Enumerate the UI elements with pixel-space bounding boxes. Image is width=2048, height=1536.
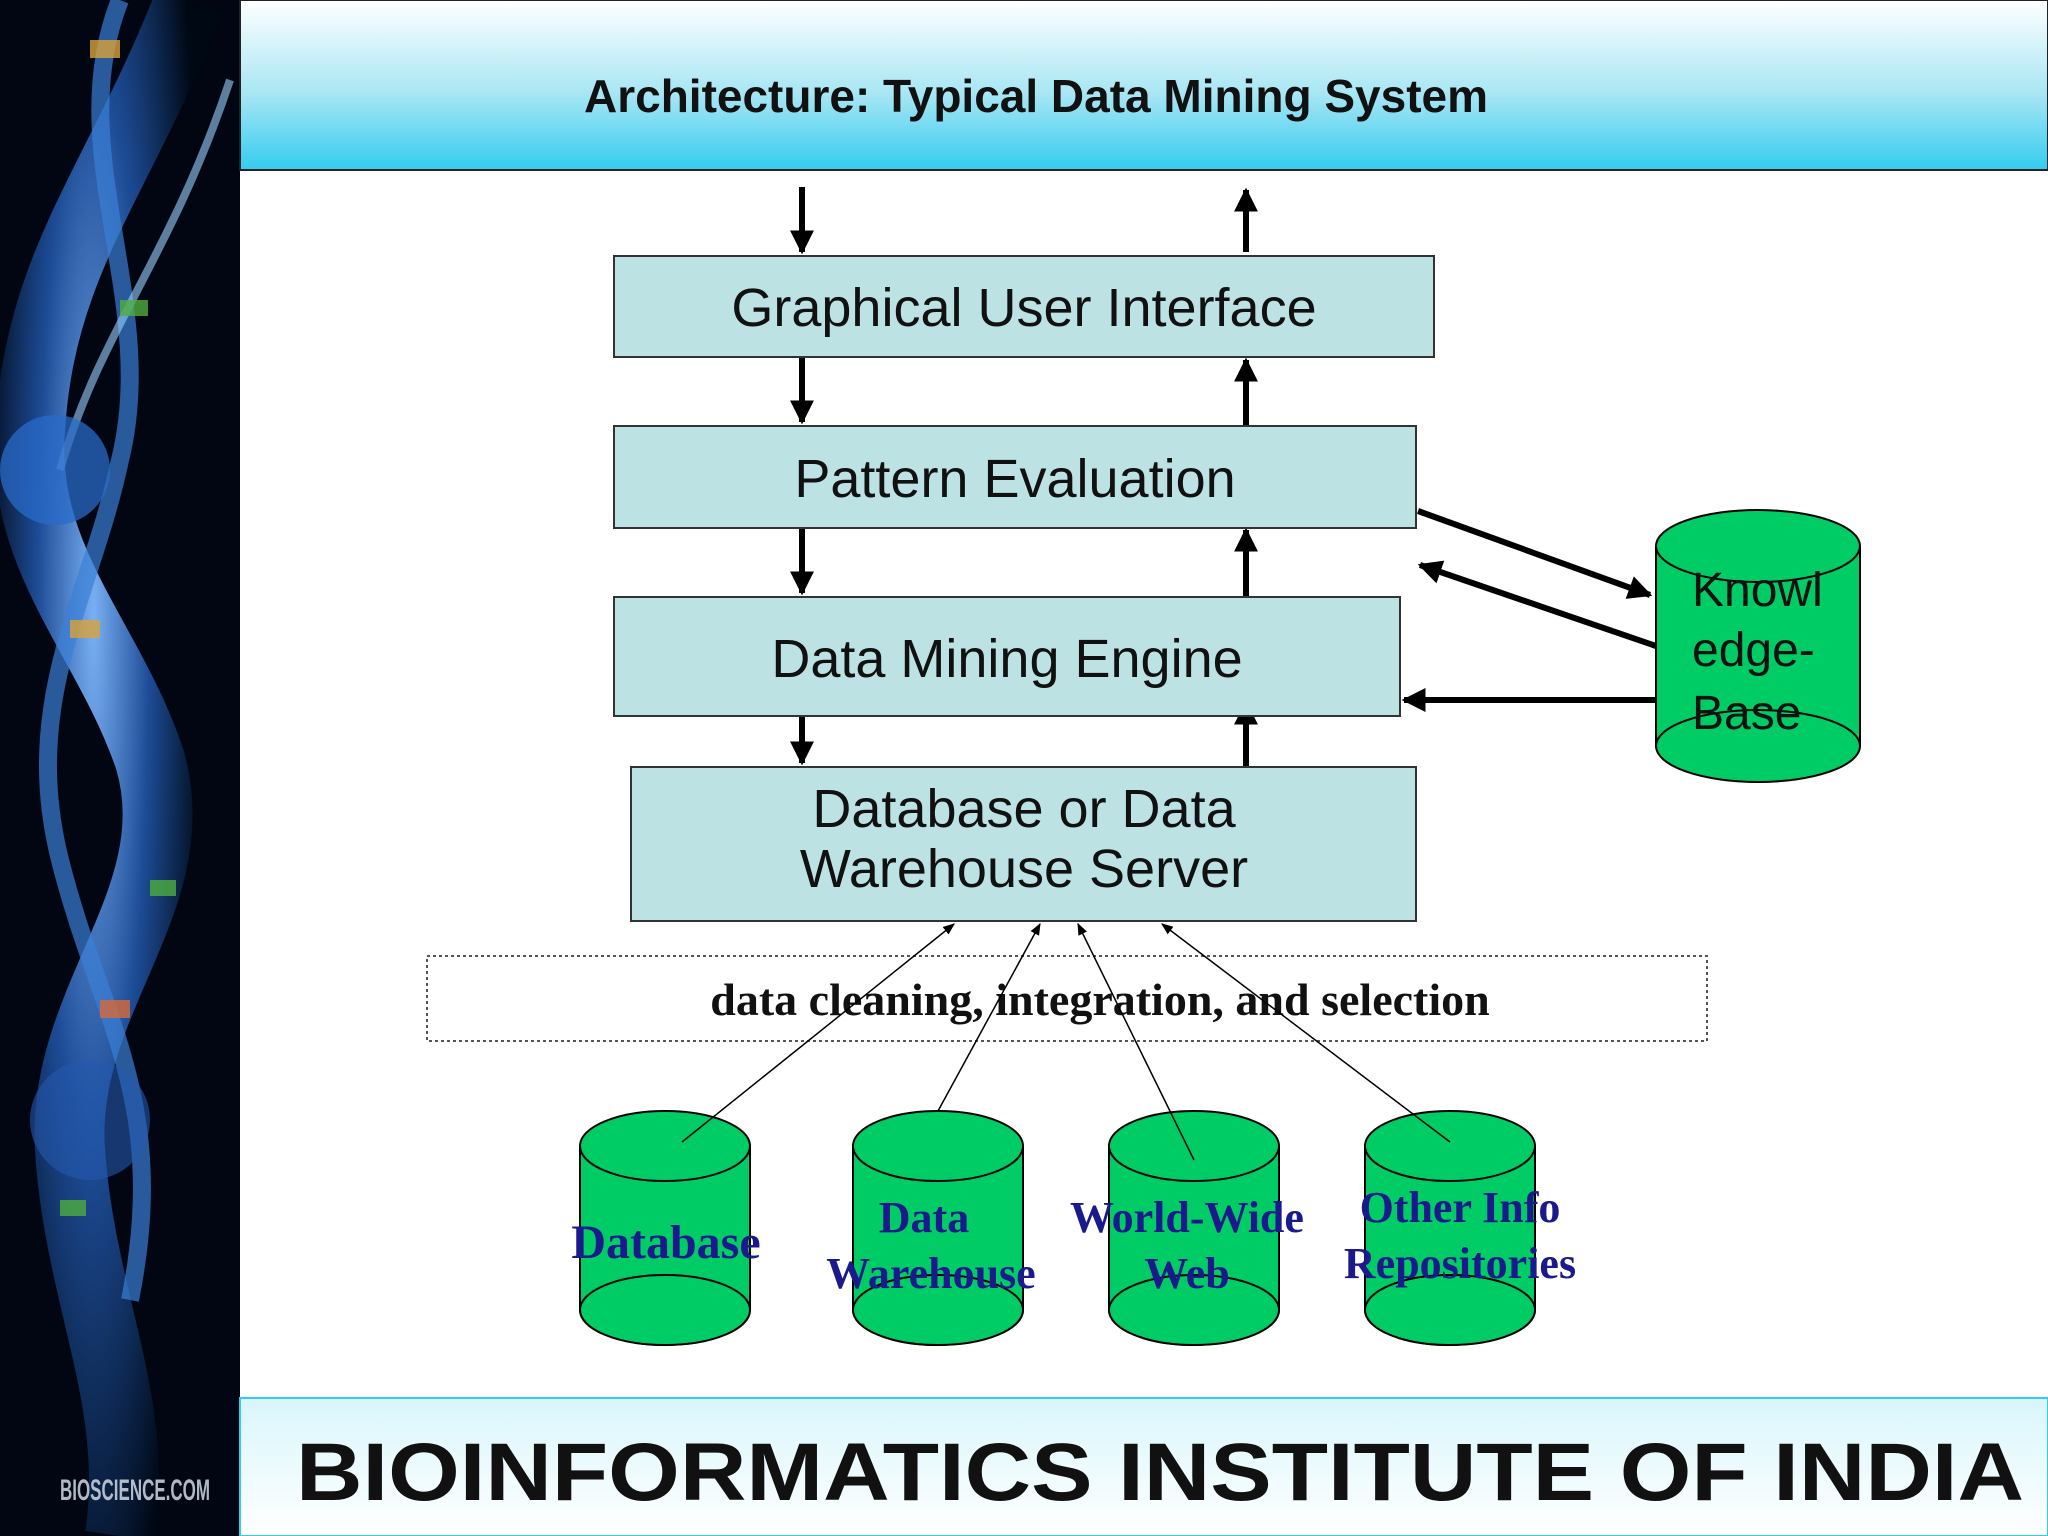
footer-band xyxy=(239,1397,2048,1536)
source-other-label-line2: Repositories xyxy=(1344,1239,1576,1288)
source-warehouse-label-line1: Data xyxy=(879,1193,969,1242)
knowledge-base-label-line3: Base xyxy=(1692,687,1801,740)
watermark: BIOSCIENCE.COM xyxy=(60,1474,210,1507)
source-database-cylinder: Database xyxy=(571,1110,761,1346)
gui-box: Graphical User Interface xyxy=(613,255,1435,358)
slide-title: Architecture: Typical Data Mining System xyxy=(584,70,1488,122)
source-www-label-line1: World-Wide xyxy=(1070,1193,1304,1242)
database-server-box: Database or Data Warehouse Server xyxy=(630,766,1417,922)
source-other-cylinder: Other Info Repositories xyxy=(1344,1110,1576,1346)
source-database-label: Database xyxy=(571,1216,760,1269)
preprocessing-box: data cleaning, integration, and selectio… xyxy=(426,955,1708,1042)
data-mining-engine-label: Data Mining Engine xyxy=(771,629,1242,689)
source-warehouse-label-line2: Warehouse xyxy=(826,1249,1035,1298)
source-arrows xyxy=(681,922,1451,1161)
preprocessing-label: data cleaning, integration, and selectio… xyxy=(710,974,1489,1025)
source-www-cylinder: World-Wide Web xyxy=(1070,1110,1304,1346)
gui-label: Graphical User Interface xyxy=(731,278,1316,338)
database-server-label-line2: Warehouse Server xyxy=(800,839,1248,899)
sidebar-dna-artwork xyxy=(0,0,240,1536)
knowledge-base-cylinder: Knowl edge- Base xyxy=(1655,509,1861,783)
source-other-label-line1: Other Info xyxy=(1360,1183,1561,1232)
source-www-label-line2: Web xyxy=(1144,1249,1230,1298)
database-server-label-line1: Database or Data xyxy=(812,779,1236,839)
data-mining-engine-box: Data Mining Engine xyxy=(613,596,1401,717)
pattern-evaluation-box: Pattern Evaluation xyxy=(613,425,1417,529)
header-band xyxy=(239,0,2048,171)
institute-name: BIOINFORMATICS INSTITUTE OF INDIA xyxy=(296,1427,2024,1518)
knowledge-base-arrows xyxy=(1401,508,1657,712)
knowledge-base-label-line2: edge- xyxy=(1692,624,1815,677)
pattern-evaluation-label: Pattern Evaluation xyxy=(794,449,1235,509)
knowledge-base-label-line1: Knowl xyxy=(1692,564,1823,617)
source-warehouse-cylinder: Data Warehouse xyxy=(826,1110,1036,1346)
